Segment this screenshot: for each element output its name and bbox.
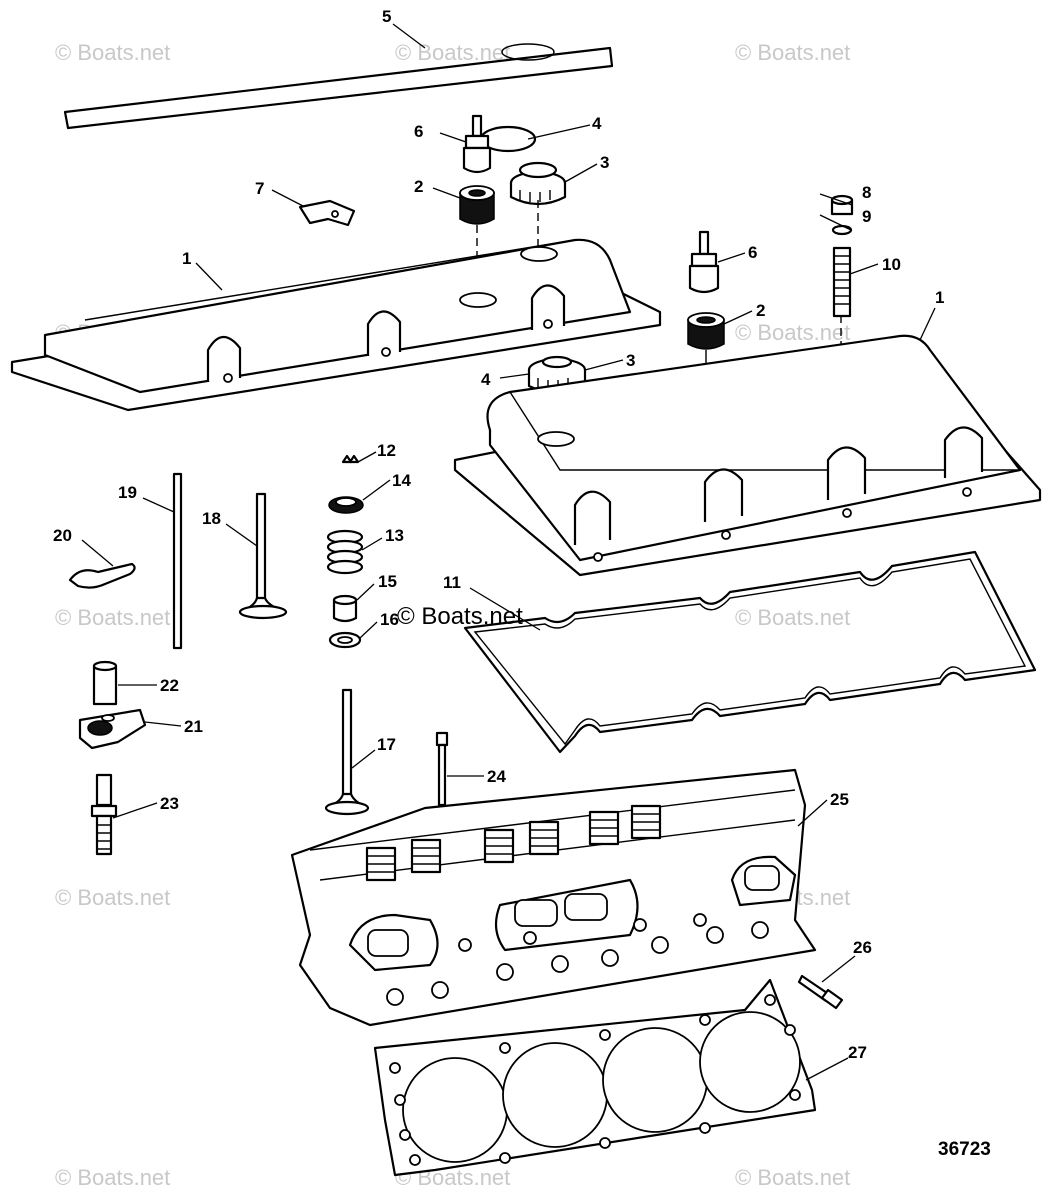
callout-23: 23 <box>160 794 179 813</box>
callout-12: 12 <box>377 441 396 460</box>
callout-14: 14 <box>392 471 411 490</box>
callout-24: 24 <box>487 767 506 786</box>
watermark: © Boats.net <box>735 40 850 65</box>
part-13-valve-spring <box>326 529 364 575</box>
watermark: © Boats.net <box>55 40 170 65</box>
callout-3: 3 <box>600 153 609 172</box>
callout-6: 6 <box>748 243 757 262</box>
callout-27: 27 <box>848 1043 867 1062</box>
callout-9: 9 <box>862 207 871 226</box>
head-valve-spring <box>630 804 662 840</box>
part-2-grommet <box>459 185 495 225</box>
part-15-valve-seal <box>332 594 358 623</box>
part-7-clip <box>298 199 356 227</box>
part-11-valve-cover-gasket <box>463 550 1037 754</box>
part-24-bolt <box>435 731 449 807</box>
part-25-cylinder-head <box>290 768 817 1027</box>
callout-26: 26 <box>853 938 872 957</box>
watermark: © Boats.net <box>735 320 850 345</box>
head-valve-spring <box>483 828 515 864</box>
part-1-valve-cover-right <box>453 334 1042 577</box>
part-14-retainer <box>328 496 364 514</box>
part-16-shim <box>328 631 362 649</box>
part-20-guide-plate <box>68 562 136 589</box>
head-valve-spring <box>365 846 397 882</box>
part-10-stud <box>832 246 852 318</box>
part-9-washer <box>831 224 853 236</box>
callout-21: 21 <box>184 717 203 736</box>
part-21-rocker-arm <box>78 708 147 750</box>
part-19-push-rod <box>172 472 183 650</box>
callout-10: 10 <box>882 255 901 274</box>
part-23-rocker-stud <box>90 773 118 856</box>
callout-16: 16 <box>380 610 399 629</box>
figure-number: 36723 <box>938 1139 991 1160</box>
head-valve-spring <box>528 820 560 856</box>
callout-1: 1 <box>935 288 944 307</box>
watermark: © Boats.net <box>55 605 170 630</box>
callout-2: 2 <box>756 301 765 320</box>
callout-1: 1 <box>182 249 191 268</box>
part-17-valve <box>324 688 370 816</box>
part-18-valve <box>238 492 288 620</box>
callout-2: 2 <box>414 177 423 196</box>
callout-15: 15 <box>378 572 397 591</box>
inline-watermark: © Boats.net <box>397 603 523 630</box>
part-22-pivot <box>92 660 118 706</box>
head-valve-spring <box>588 810 620 846</box>
part-26-bolt <box>797 974 844 1010</box>
callout-17: 17 <box>377 735 396 754</box>
callout-20: 20 <box>53 526 72 545</box>
callout-18: 18 <box>202 509 221 528</box>
callout-4: 4 <box>481 370 491 389</box>
callout-13: 13 <box>385 526 404 545</box>
watermark: © Boats.net <box>55 1165 170 1190</box>
part-2-grommet <box>687 312 725 350</box>
watermark: © Boats.net <box>55 885 170 910</box>
callout-labels: 5 6 4 2 3 7 1 6 2 3 4 8 9 10 1 12 14 13 … <box>53 7 944 1062</box>
watermark: © Boats.net <box>395 40 510 65</box>
callout-25: 25 <box>830 790 849 809</box>
head-valve-spring <box>410 838 442 874</box>
callout-11: 11 <box>443 573 461 592</box>
part-5-gasket-strip <box>63 43 614 130</box>
callout-8: 8 <box>862 183 871 202</box>
part-3-filler-cap <box>509 161 567 206</box>
callout-6: 6 <box>414 122 423 141</box>
callout-22: 22 <box>160 676 179 695</box>
part-6-breather <box>688 230 720 294</box>
callout-5: 5 <box>382 7 391 26</box>
callout-7: 7 <box>255 179 264 198</box>
watermark: © Boats.net <box>735 1165 850 1190</box>
part-27-head-gasket <box>373 978 817 1177</box>
part-1-valve-cover-left <box>10 238 662 412</box>
callout-19: 19 <box>118 483 137 502</box>
callout-3: 3 <box>626 351 635 370</box>
part-6-breather <box>462 114 492 174</box>
leader-lines <box>81 23 936 1081</box>
callout-4: 4 <box>592 114 602 133</box>
watermark: © Boats.net <box>735 605 850 630</box>
part-12-keeper <box>341 454 360 464</box>
